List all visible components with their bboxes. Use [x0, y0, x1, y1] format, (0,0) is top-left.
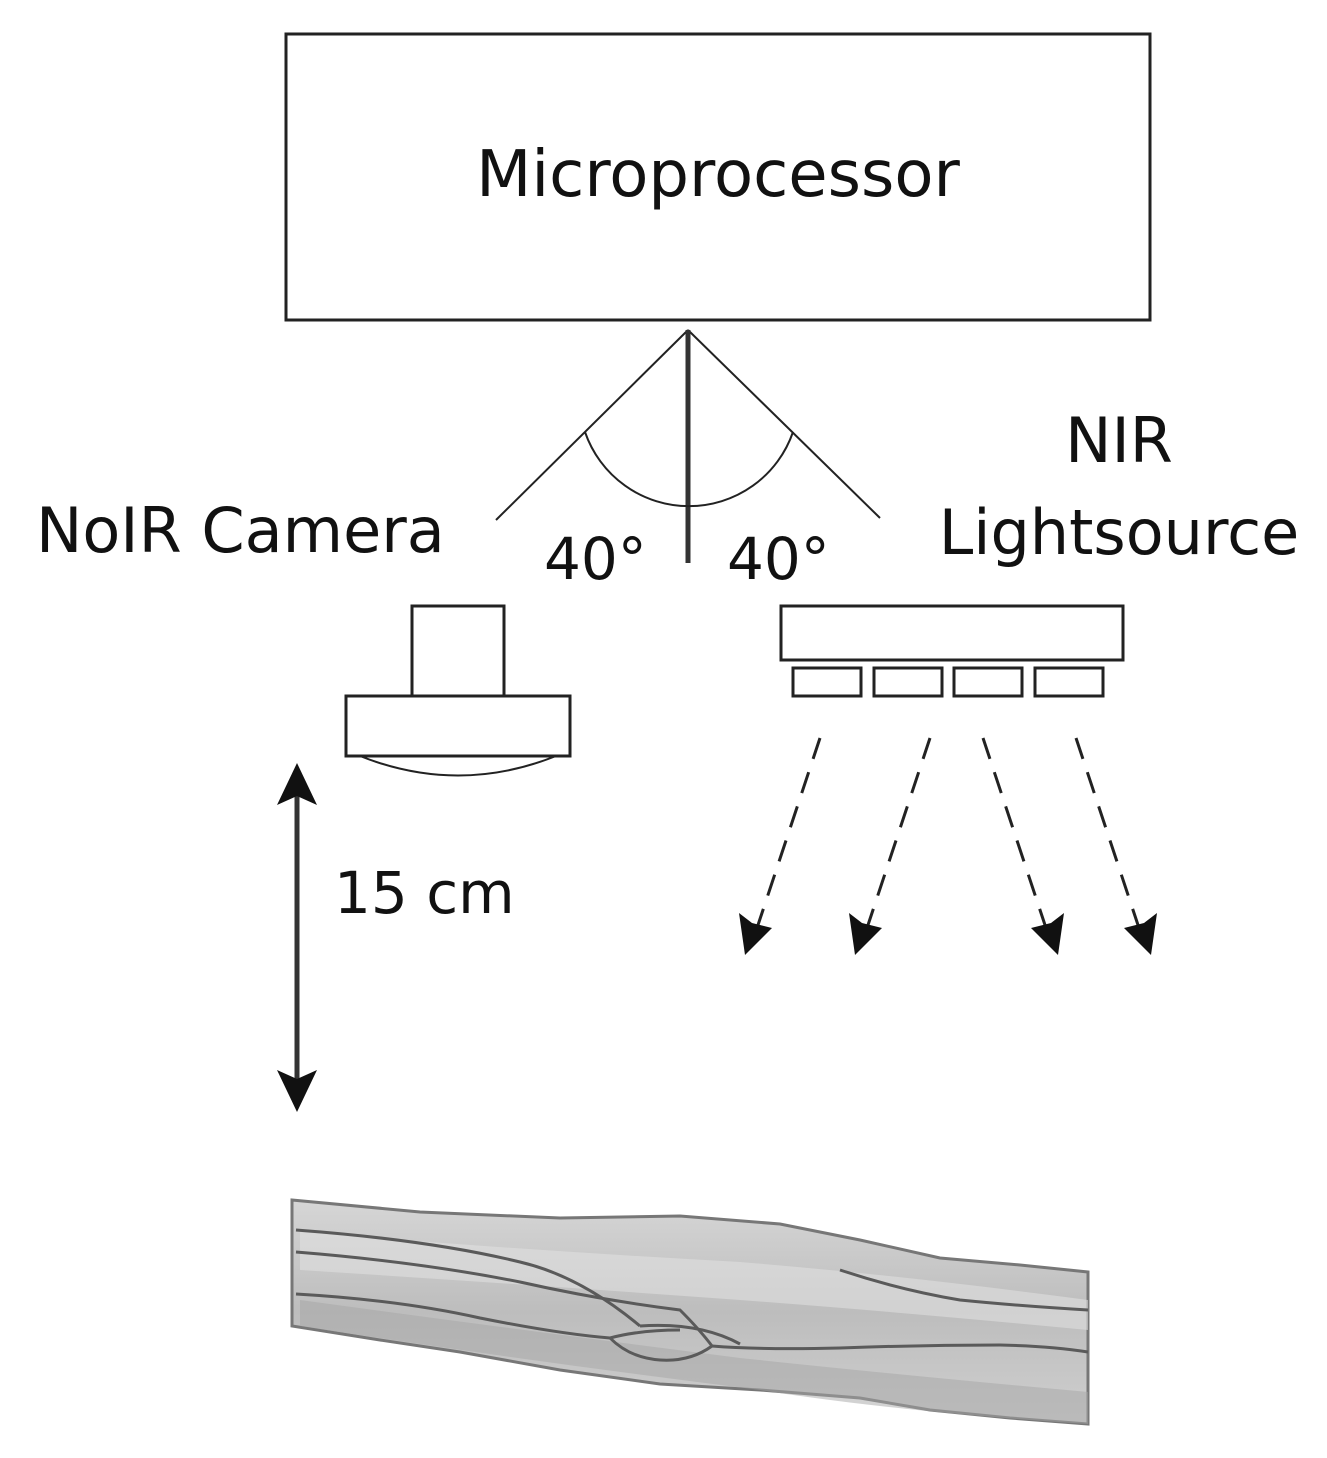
arrowhead-3 [1031, 913, 1064, 955]
left-angle-line [495, 329, 689, 521]
light-rays [756, 737, 1140, 926]
lightsource-icon [779, 604, 1125, 698]
arm-shadow [300, 1300, 1088, 1424]
veins [295, 1228, 1089, 1362]
microprocessor-box [284, 32, 1152, 322]
light-ray-4 [1074, 737, 1140, 926]
camera-lens [359, 755, 557, 777]
vein-2 [295, 1250, 714, 1347]
camera-base [344, 694, 572, 758]
vein-3 [295, 1292, 681, 1340]
angle-lines [495, 329, 881, 563]
distance-arrow-top-head [277, 763, 317, 805]
camera-label: NoIR Camera [36, 494, 445, 567]
lightsource-label-line1: NIR [1065, 404, 1173, 477]
light-ray-2 [866, 737, 932, 926]
vein-5 [639, 1323, 741, 1346]
light-ray-3 [981, 737, 1047, 926]
right-angle-line [687, 329, 881, 519]
led-4 [1033, 666, 1105, 698]
light-ray-arrowheads [739, 913, 1157, 955]
angle-arc [584, 431, 794, 508]
arrowhead-4 [1124, 913, 1157, 955]
arrowhead-2 [849, 913, 882, 955]
lightsource-bar [779, 604, 1125, 662]
camera-top [410, 604, 506, 698]
camera-icon [344, 604, 572, 777]
vein-6 [839, 1268, 1089, 1312]
angle-left-label: 40° [544, 525, 647, 593]
distance-arrow-bottom-head [277, 1070, 317, 1112]
distance-label: 15 cm [334, 859, 515, 927]
microprocessor-label: Microprocessor [476, 138, 960, 212]
vein-4 [608, 1336, 1089, 1362]
lightsource-label-line2: Lightsource [938, 496, 1300, 569]
light-ray-1 [756, 737, 822, 926]
arrowhead-1 [739, 913, 772, 955]
angle-right-label: 40° [727, 525, 830, 593]
led-1 [791, 666, 863, 698]
led-2 [872, 666, 944, 698]
arm-image [290, 1198, 1090, 1426]
distance-arrow [277, 763, 317, 1112]
led-3 [952, 666, 1024, 698]
vein-1 [295, 1228, 641, 1328]
